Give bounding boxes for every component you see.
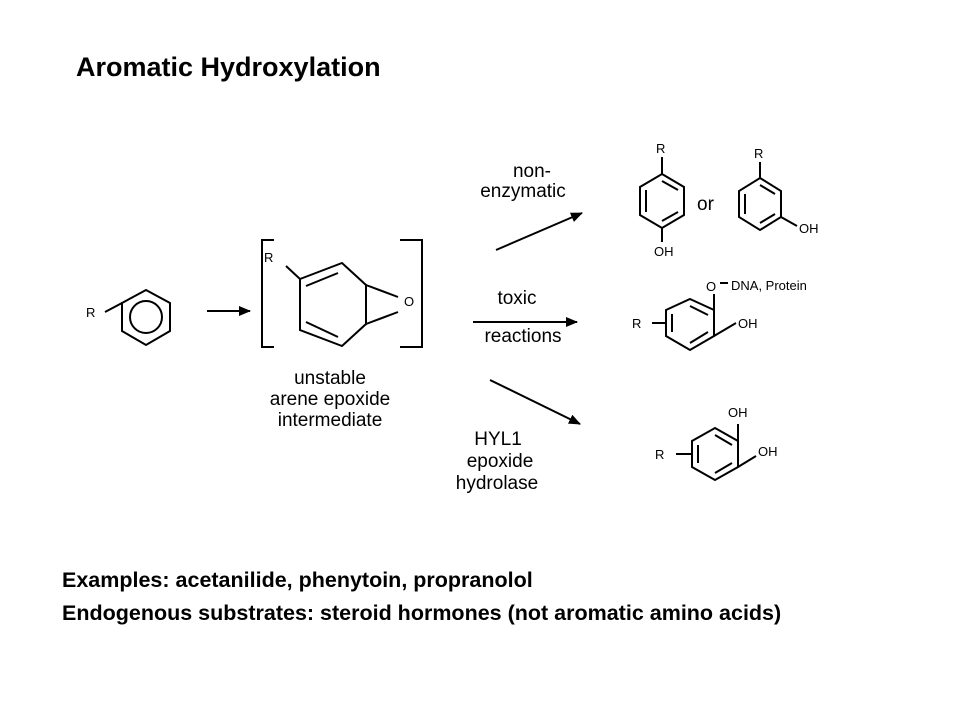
intermediate-line-2: arene epoxide <box>270 389 390 410</box>
toxic-adduct-structure <box>652 282 737 352</box>
hydrolase-label: HYL1 epoxide hydrolase <box>456 429 538 494</box>
adduct-o-label: O <box>706 279 716 294</box>
catechol-structure <box>676 424 757 482</box>
intermediate-line-3: intermediate <box>278 410 383 431</box>
endogenous-substrates-text: Endogenous substrates: steroid hormones … <box>62 601 782 625</box>
intermediate-r-label: R <box>264 250 273 265</box>
dna-protein-label: DNA, Protein <box>731 278 807 293</box>
right-bracket <box>400 239 423 348</box>
para-oh-label: OH <box>654 244 674 259</box>
examples-text: Examples: acetanilide, phenytoin, propra… <box>62 568 533 592</box>
para-r-label: R <box>656 141 665 156</box>
adduct-oh-label: OH <box>738 316 758 331</box>
substrate-r-label: R <box>86 305 95 320</box>
epoxide-o-label: O <box>404 294 414 309</box>
adduct-r-label: R <box>632 316 641 331</box>
hydrolase-line-2: epoxide <box>467 451 534 472</box>
left-bracket <box>261 239 274 348</box>
nonenzymatic-label: non- enzymatic <box>480 161 566 202</box>
nonenzymatic-line-1: non- <box>513 161 551 182</box>
arrow-nonenzymatic <box>495 212 583 251</box>
catechol-r-label: R <box>655 447 664 462</box>
intermediate-line-1: unstable <box>294 368 366 389</box>
benzene-substrate <box>104 288 171 347</box>
meta-r-label: R <box>754 146 763 161</box>
hydrolase-line-3: hydrolase <box>456 473 538 494</box>
meta-phenol-structure <box>738 162 798 232</box>
toxic-line-2: reactions <box>484 326 561 347</box>
hydrolase-line-1: HYL1 <box>474 429 522 450</box>
catechol-oh-right-label: OH <box>758 444 778 459</box>
meta-oh-label: OH <box>799 221 819 236</box>
arene-epoxide-structure <box>285 261 399 348</box>
toxic-label: toxic reactions <box>484 288 561 347</box>
para-phenol-structure <box>639 157 685 242</box>
or-label: or <box>697 194 715 215</box>
intermediate-caption: unstable arene epoxide intermediate <box>270 368 390 431</box>
arrow-hydrolase <box>489 379 581 425</box>
toxic-line-1: toxic <box>497 288 536 309</box>
nonenzymatic-line-2: enzymatic <box>480 181 566 202</box>
catechol-oh-top-label: OH <box>728 405 748 420</box>
page-title: Aromatic Hydroxylation <box>76 52 381 82</box>
